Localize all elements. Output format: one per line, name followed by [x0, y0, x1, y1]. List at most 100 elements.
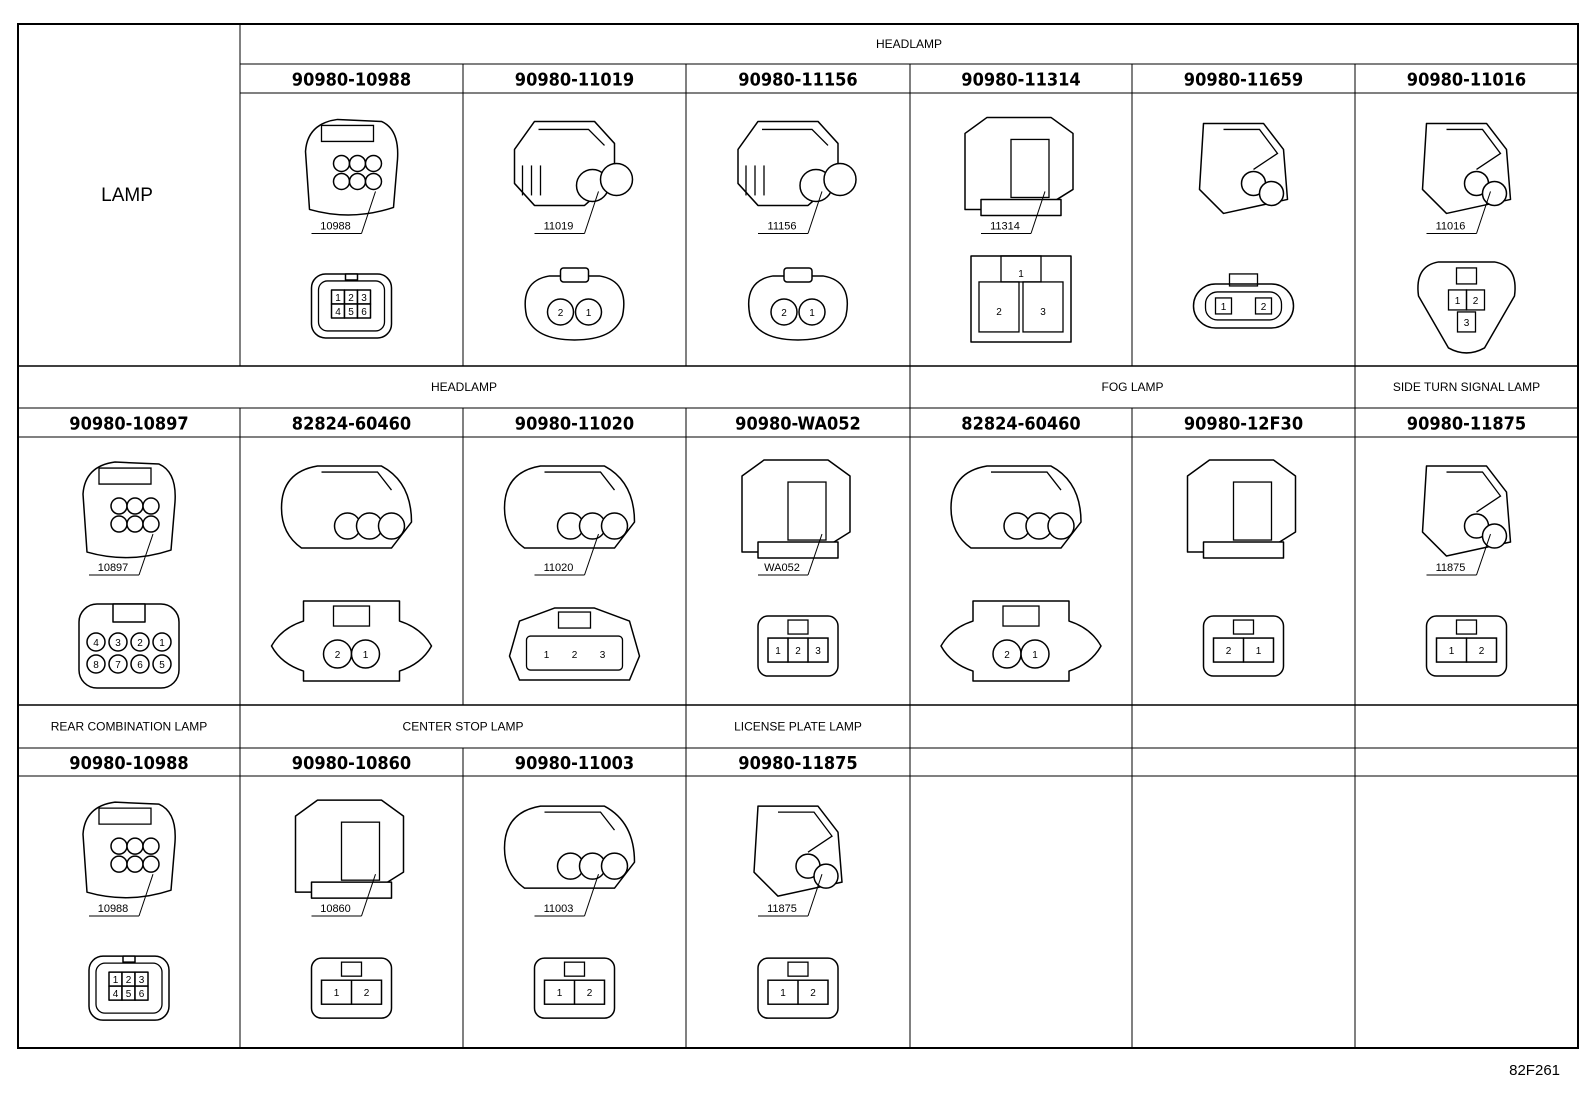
pin-number: 2 [795, 646, 801, 657]
housing-rib [1446, 471, 1502, 513]
pin-tube [1258, 180, 1285, 207]
pin-cavity [807, 637, 829, 663]
pin-tube [1481, 523, 1508, 549]
pin-number: 3 [361, 293, 367, 304]
pin-number: 8 [93, 660, 99, 671]
housing-window [1010, 138, 1050, 199]
pin-cavity [797, 979, 829, 1005]
latch [557, 611, 592, 629]
pin-tube [364, 154, 383, 173]
housing-foot [310, 881, 393, 899]
pin-cavity [130, 632, 150, 652]
pin-cavity [1020, 639, 1050, 669]
latch [344, 273, 359, 281]
pin-number: 2 [810, 988, 816, 999]
pin-cavity [108, 632, 128, 652]
pin-tube [599, 162, 634, 197]
pin-cavity [770, 298, 798, 326]
pin-number: 5 [348, 307, 354, 318]
connector-face [748, 275, 848, 341]
leader-line [807, 191, 823, 234]
pin-number: 3 [139, 975, 145, 986]
pin-cavity [1465, 637, 1498, 663]
pin-number: 3 [1040, 307, 1046, 318]
pin-number: 1 [775, 646, 781, 657]
housing-foot [757, 541, 839, 559]
pin-tube [1047, 512, 1075, 540]
leader-line [361, 191, 376, 234]
part-number: 90980-11019 [515, 70, 634, 91]
leader-line [1030, 191, 1046, 234]
pin-number: 3 [115, 638, 121, 649]
pin-cavity [152, 632, 172, 652]
pin-number: 1 [159, 638, 165, 649]
pin-tube [348, 172, 367, 191]
pin-number: 6 [139, 989, 145, 1000]
housing-rib [1223, 128, 1279, 170]
housing-rib [991, 471, 1062, 491]
connector-face [270, 600, 433, 682]
pin-cavity [1022, 281, 1064, 333]
pin-number: 2 [364, 988, 370, 999]
leader-line [361, 874, 376, 917]
pin-number: 3 [1464, 318, 1470, 329]
housing-rib [321, 471, 393, 491]
pin-tube [332, 154, 351, 173]
housing-rib [762, 128, 829, 146]
housing-rib [1446, 128, 1502, 170]
pin-cavity [573, 979, 606, 1005]
pin-number: 2 [558, 308, 564, 319]
part-number: 90980-11875 [738, 753, 857, 774]
latch [783, 267, 813, 283]
pin-number: 5 [126, 989, 132, 1000]
pin-tube [110, 855, 128, 873]
latch [1002, 605, 1040, 627]
latch [787, 619, 809, 635]
pin-number: 1 [1449, 646, 1455, 657]
group-label: LICENSE PLATE LAMP [734, 720, 862, 734]
pin-tube [110, 837, 128, 855]
pin-tube [600, 852, 629, 880]
connector-face [508, 607, 641, 681]
housing-window [1232, 481, 1273, 541]
pin-cavity [1456, 311, 1477, 333]
reference-label: 11016 [1436, 221, 1466, 233]
pin-cavity [130, 654, 150, 674]
pin-cavity [1214, 297, 1233, 315]
housing-latch [98, 467, 152, 485]
part-number: 90980-12F30 [1184, 414, 1303, 435]
latch [1232, 619, 1255, 635]
reference-label: 10897 [98, 562, 129, 574]
group-label: REAR COMBINATION LAMP [51, 720, 207, 734]
pin-tube [126, 497, 144, 515]
pin-number: 4 [113, 989, 119, 1000]
group-label: SIDE TURN SIGNAL LAMP [1393, 380, 1540, 394]
pin-tube [332, 172, 351, 191]
pin-tube [813, 863, 839, 889]
pin-number: 1 [1221, 302, 1227, 313]
pin-tube [823, 162, 857, 197]
pin-tube [142, 515, 160, 533]
pin-number: 2 [348, 293, 354, 304]
pin-cavity [978, 281, 1020, 333]
pin-tube [110, 497, 128, 515]
housing-foot [1202, 541, 1285, 559]
pin-number: 2 [996, 307, 1002, 318]
latch [340, 961, 363, 977]
pin-number: 2 [781, 308, 787, 319]
pin-cavity [134, 985, 149, 1001]
pin-cavity [86, 654, 106, 674]
pin-tube [126, 837, 144, 855]
pin-number: 2 [587, 988, 593, 999]
pin-number: 6 [361, 307, 367, 318]
reference-label: 11875 [767, 903, 797, 915]
